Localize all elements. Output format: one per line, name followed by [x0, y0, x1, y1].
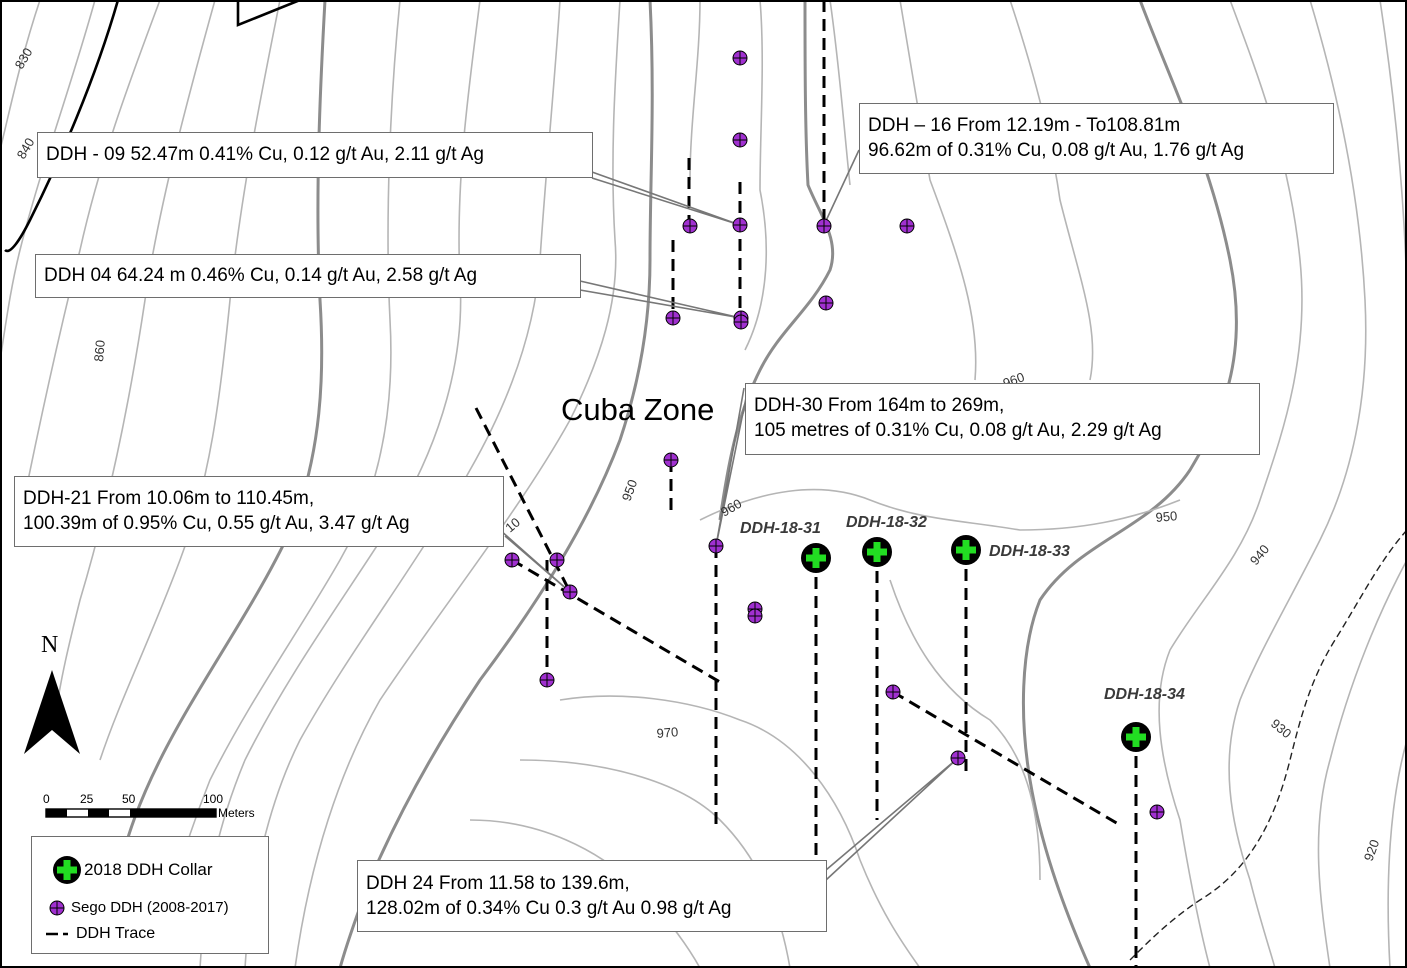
hole-label-ddh-18-31: DDH-18-31	[740, 520, 821, 537]
scale-bar: 0 25 50 100 Meters	[40, 790, 270, 830]
sego-icon	[49, 900, 65, 915]
callout-ddh-21: DDH-21 From 10.06m to 110.45m, 100.39m o…	[14, 476, 504, 547]
callout-ddh-16: DDH – 16 From 12.19m - To108.81m 96.62m …	[859, 103, 1334, 174]
callout-ddh-16-line2: 96.62m of 0.31% Cu, 0.08 g/t Au, 1.76 g/…	[868, 140, 1245, 161]
contour-label-920: 920	[1361, 838, 1383, 864]
callout-ddh-24-line1: DDH 24 From 11.58 to 139.6m,	[366, 873, 630, 894]
north-arrow: N	[22, 632, 82, 757]
contour-label-10: 10	[502, 515, 523, 536]
legend: 2018 DDH Collar Sego DDH (2008-2017) DDH…	[31, 836, 269, 954]
contour-label-930: 930	[1268, 716, 1294, 741]
ddh-traces	[474, 0, 1138, 968]
callout-ddh-30-line1: DDH-30 From 164m to 269m,	[754, 395, 1005, 416]
contour-label-950: 950	[619, 478, 641, 504]
north-arrow-icon	[24, 670, 80, 754]
hole-label-ddh-18-32: DDH-18-32	[846, 514, 927, 531]
legend-row-trace: DDH Trace	[44, 925, 155, 943]
scale-bar-graphic	[45, 808, 217, 818]
callout-ddh-24: DDH 24 From 11.58 to 139.6m, 128.02m of …	[357, 860, 827, 932]
scale-tick-100: 100	[203, 792, 224, 806]
callout-ddh-30: DDH-30 From 164m to 269m, 105 metres of …	[745, 383, 1260, 455]
contour-label-830: 830	[12, 45, 36, 71]
fault-line	[4, 0, 120, 253]
callout-ddh-21-line2: 100.39m of 0.95% Cu, 0.55 g/t Au, 3.47 g…	[23, 513, 410, 534]
contour-label-950b: 950	[1155, 508, 1178, 525]
fault-line-2	[236, 0, 301, 27]
callout-ddh-04-line1: DDH 04 64.24 m 0.46% Cu, 0.14 g/t Au, 2.…	[44, 265, 478, 286]
legend-row-collar: 2018 DDH Collar	[52, 855, 213, 885]
hole-label-ddh-18-33: DDH-18-33	[989, 543, 1070, 560]
legend-sego-label: Sego DDH (2008-2017)	[71, 899, 229, 916]
scale-tick-0: 0	[43, 792, 50, 806]
callout-ddh-09-line1: DDH - 09 52.47m 0.41% Cu, 0.12 g/t Au, 2…	[46, 144, 484, 165]
ddh-2018-collars	[801, 535, 1151, 752]
legend-trace-label: DDH Trace	[76, 925, 156, 942]
contour-label-840: 840	[14, 135, 38, 161]
callout-ddh-24-line2: 128.02m of 0.34% Cu 0.3 g/t Au 0.98 g/t …	[366, 898, 732, 919]
callout-ddh-16-line1: DDH – 16 From 12.19m - To108.81m	[868, 115, 1181, 136]
callout-ddh-09: DDH - 09 52.47m 0.41% Cu, 0.12 g/t Au, 2…	[37, 132, 593, 178]
contour-label-860: 860	[91, 339, 108, 362]
scale-tick-50: 50	[122, 792, 136, 806]
scale-tick-25: 25	[80, 792, 94, 806]
legend-collar-label: 2018 DDH Collar	[84, 860, 213, 879]
north-label: N	[41, 632, 59, 658]
callout-ddh-04: DDH 04 64.24 m 0.46% Cu, 0.14 g/t Au, 2.…	[35, 254, 581, 298]
contour-label-970: 970	[656, 724, 679, 741]
zone-label: Cuba Zone	[561, 392, 715, 427]
callout-ddh-21-line1: DDH-21 From 10.06m to 110.45m,	[23, 488, 315, 509]
legend-row-sego: Sego DDH (2008-2017)	[49, 899, 229, 916]
road-trace	[1129, 529, 1407, 961]
callout-ddh-30-line2: 105 metres of 0.31% Cu, 0.08 g/t Au, 2.2…	[754, 420, 1162, 441]
trace-icon	[46, 932, 68, 936]
scale-unit: Meters	[218, 806, 255, 820]
callout-leaders	[499, 149, 959, 881]
contour-label-940: 940	[1247, 542, 1272, 568]
collar-icon	[53, 856, 81, 884]
hole-label-ddh-18-34: DDH-18-34	[1104, 686, 1185, 703]
sego-ddh-collars	[504, 50, 1165, 820]
